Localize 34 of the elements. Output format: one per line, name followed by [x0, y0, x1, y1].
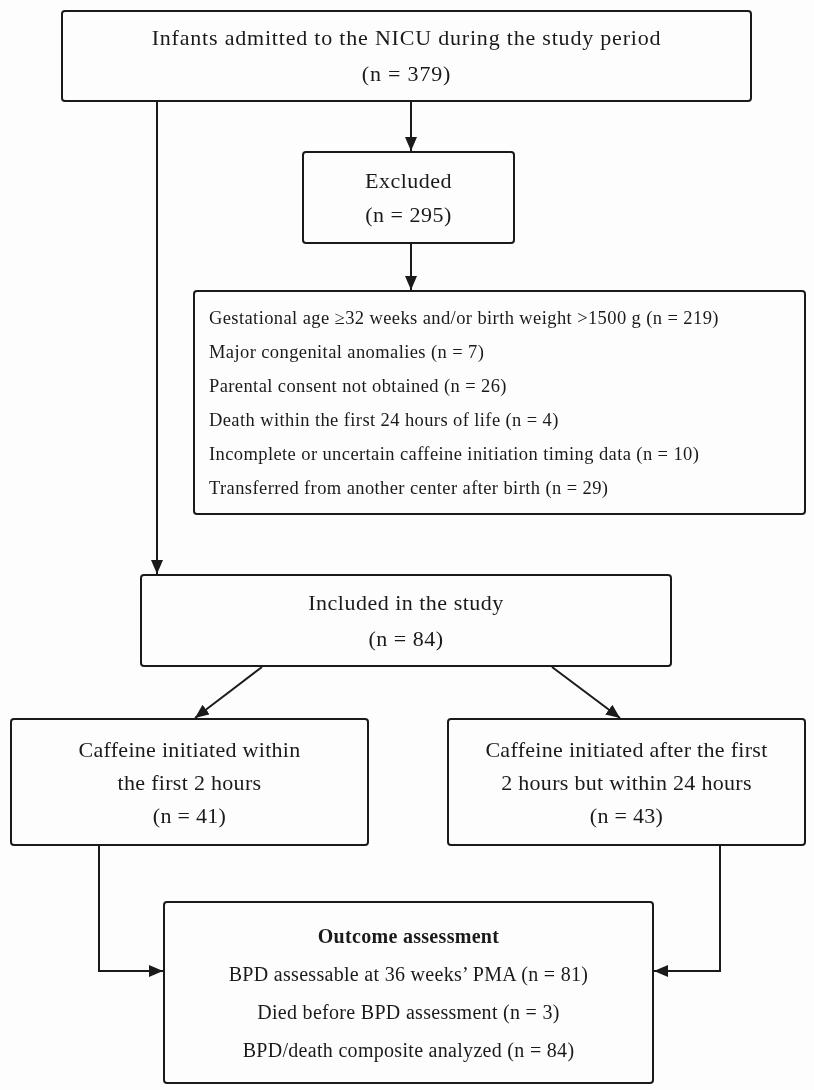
section-heading: Outcome assessment: [317, 923, 500, 949]
count-label: (n = 43): [589, 801, 664, 830]
flow-box: [140, 574, 672, 667]
criteria-item: Transferred from another center after birth (n = 29): [209, 476, 609, 500]
node-label: Caffeine initiated after the first 2 hours but within 24 hours: [484, 735, 769, 797]
flow-box: [163, 901, 654, 1084]
arrow: [194, 666, 263, 719]
node-label: Infants admitted to the NICU during the study period: [151, 24, 662, 52]
criteria-item: Gestational age ≥32 weeks and/or birth weight >1500 g (n = 219): [209, 306, 719, 330]
exclusion-list-box: [193, 290, 806, 515]
count-label: (n = 379): [361, 60, 452, 88]
flow-box: [10, 718, 369, 846]
node-label: Excluded: [364, 166, 453, 195]
flow-box: [61, 10, 752, 102]
flow-box: [447, 718, 806, 846]
count-label: (n = 84): [368, 624, 444, 653]
criteria-item: Major congenital anomalies (n = 7): [209, 340, 485, 364]
arrow: [405, 101, 417, 152]
flow-box: [302, 151, 515, 244]
criteria-item: Death within the first 24 hours of life (n = 4): [209, 408, 559, 432]
criteria-item: Parental consent not obtained (n = 26): [209, 374, 507, 398]
arrow: [98, 845, 164, 977]
node-label: Included in the study: [308, 588, 504, 617]
criteria-item: Incomplete or uncertain caffeine initiation timing data (n = 10): [209, 442, 700, 466]
outcome-item: BPD/death composite analyzed (n = 84): [242, 1037, 575, 1064]
outcome-item: BPD assessable at 36 weeks’ PMA (n = 81): [228, 961, 589, 988]
arrow: [405, 243, 417, 291]
node-label: Caffeine initiated within the first 2 hours: [77, 735, 302, 797]
arrow: [551, 666, 621, 719]
arrow: [151, 101, 163, 575]
outcome-item: Died before BPD assessment (n = 3): [257, 999, 560, 1026]
count-label: (n = 295): [365, 200, 452, 229]
count-label: (n = 41): [152, 801, 227, 830]
arrow: [653, 845, 721, 977]
